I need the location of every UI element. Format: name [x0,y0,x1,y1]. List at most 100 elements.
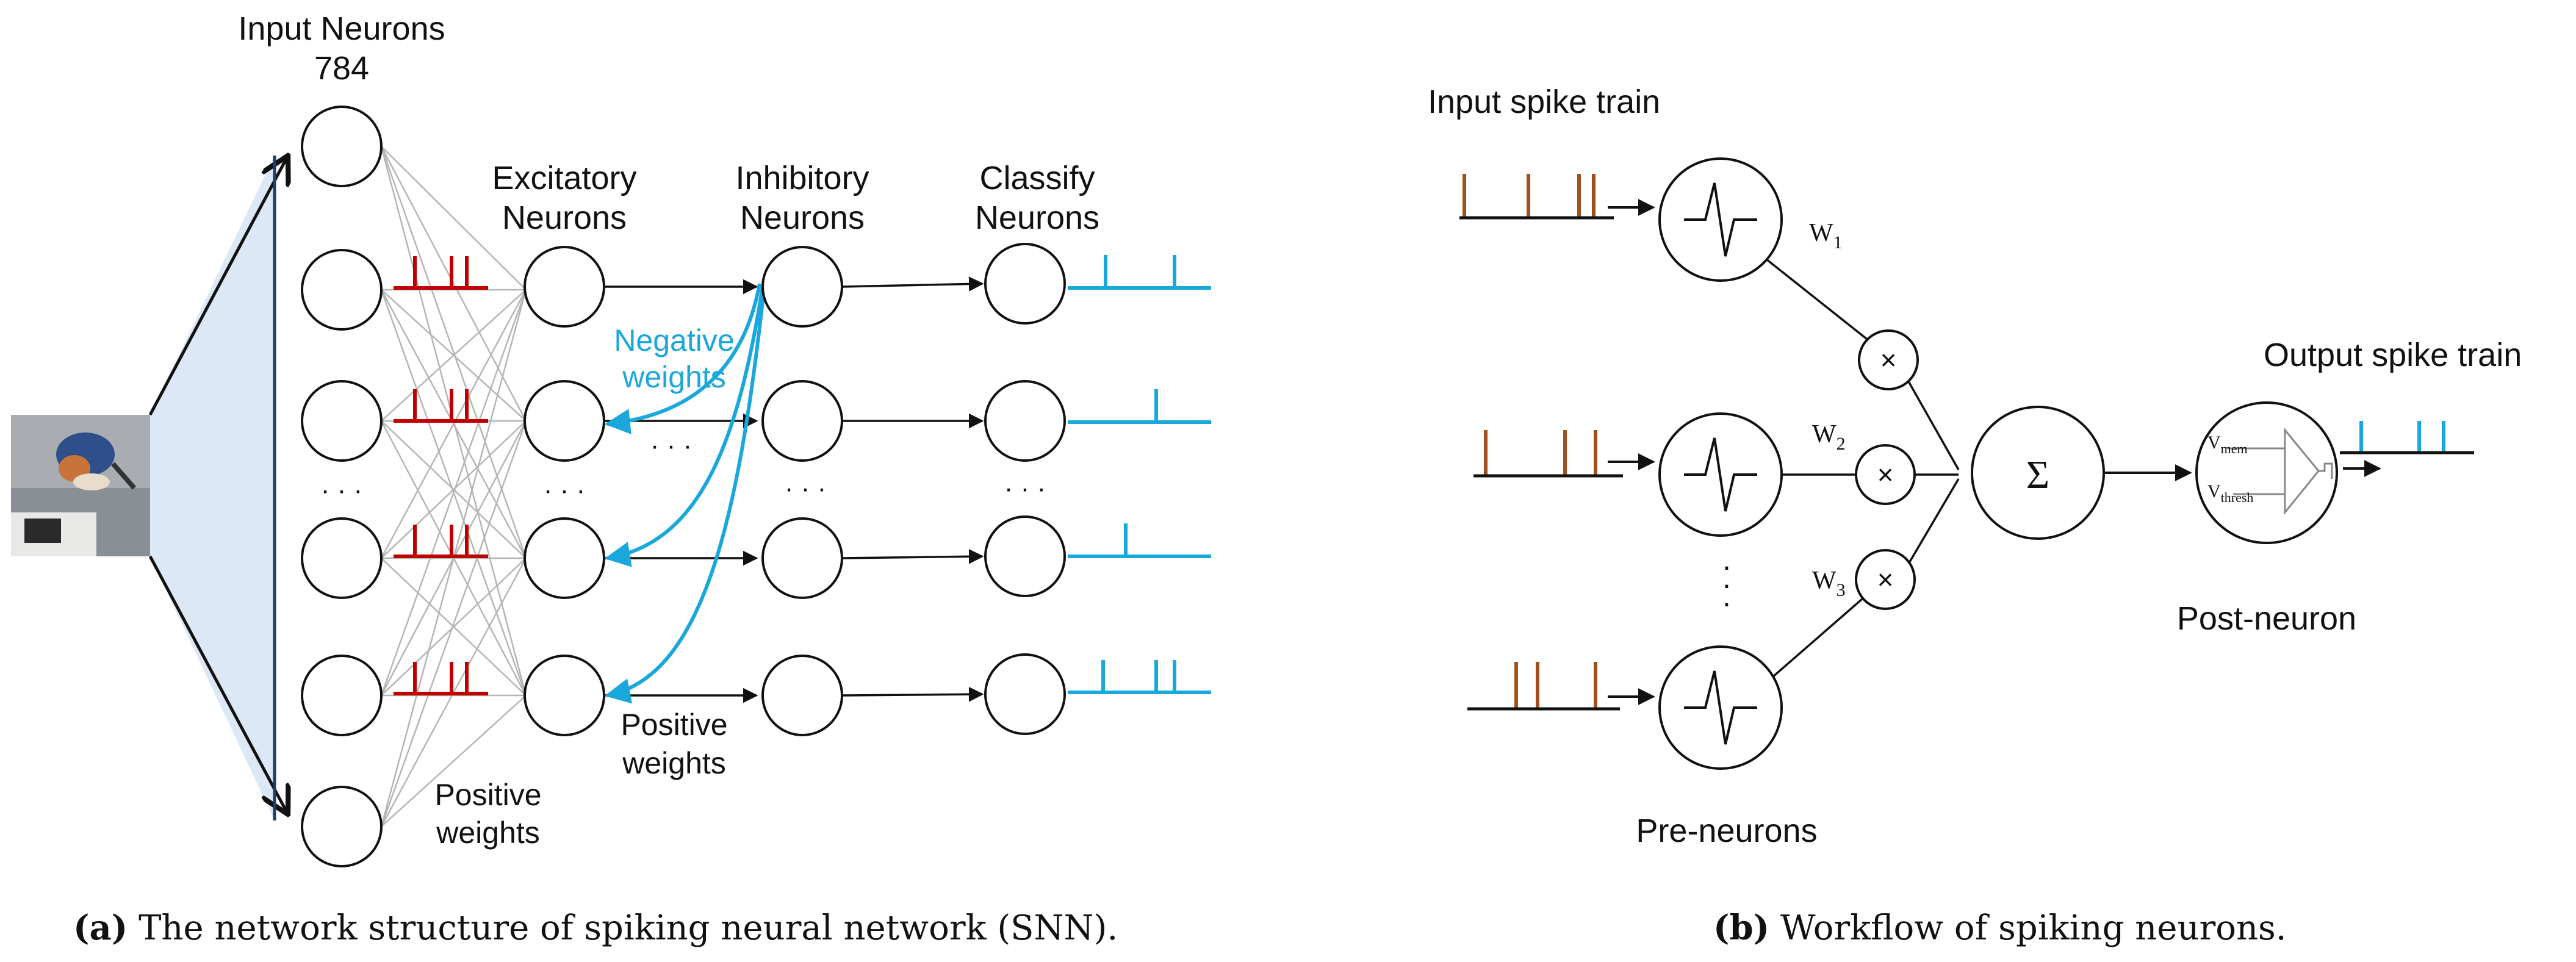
excitatory-neuron [523,517,605,599]
inhibitory-neurons [761,246,843,736]
blue-spike-train [1068,660,1211,694]
negative-weights-label-1: Negative [614,323,734,357]
input-funnel [150,156,275,820]
classify-ellipsis: · · · [1004,473,1046,503]
svg-text:×: × [1877,459,1894,490]
blue-spike-train [1068,523,1211,558]
brown-spike-train [1514,662,1597,708]
caption-b-letter: (b) [1713,908,1769,948]
pre-neurons [1658,157,1783,770]
input-spike-trains [1462,174,1597,708]
pre-neuron-vertical-ellipsis: · · · [1722,549,1732,620]
funnel-top-arrow [148,156,288,416]
negative-weights-label-2: weights [622,360,726,394]
excitatory-neurons [523,246,605,736]
red-spike-train [394,256,488,290]
svg-text:×: × [1880,344,1897,376]
positive-weights-left-2: weights [436,816,540,850]
excitatory-neuron [523,246,605,328]
caption-b: (b) Workflow of spiking neurons. [1713,908,2287,948]
excitatory-label-2: Neurons [502,199,627,236]
w3-label: W3 [1812,567,1846,600]
w1-label: W1 [1809,219,1843,253]
caption-a: (a) The network structure of spiking neu… [73,908,1118,948]
red-spike-train [394,662,488,695]
red-spike-train [394,525,488,558]
output-spike-train-label: Output spike train [2264,337,2522,373]
spike-baselines [1459,216,1623,711]
output-spike-train [2359,421,2445,451]
input-neuron [301,655,383,736]
input-arrows [1608,199,1655,705]
input-neuron [301,249,383,331]
panel-a: · · · Input Neurons 784 Excitatory Neuro… [11,10,1211,948]
excitatory-neuron [523,380,605,462]
pre-neuron [1658,412,1783,537]
vmem-label: Vmem [2207,433,2248,456]
red-spike-train [394,389,488,423]
input-excitatory-connections [380,146,527,827]
input-spike-train-label: Input spike train [1428,84,1660,120]
caption-b-text: Workflow of spiking neurons. [1769,908,2286,948]
classify-neuron [984,380,1066,462]
middle-ellipsis: · · · [650,431,692,461]
input-neurons [301,106,383,867]
multiply-node: × [1858,329,1919,390]
classify-neuron [984,653,1066,735]
vthresh-label: Vthresh [2207,481,2253,505]
blue-spike-train [1068,255,1211,290]
input-neuron [301,380,383,462]
caption-a-text: The network structure of spiking neural … [128,908,1118,948]
svg-text:·: · [1722,567,1732,601]
w2-label: W2 [1812,420,1846,454]
classify-output-spikes [1068,255,1211,694]
inhibitory-neuron [761,246,843,328]
weight-connections [1765,258,1960,678]
input-neurons-title: Input Neurons [238,10,445,47]
inhibitory-label-1: Inhibitory [735,160,869,196]
input-ellipsis: · · · [321,475,362,505]
classify-neurons [984,243,1066,735]
excitatory-label-1: Excitatory [492,160,636,196]
brown-spike-train [1462,174,1596,217]
inhibitory-ellipsis: · · · [785,473,826,503]
input-neuron [301,786,383,867]
brown-spike-train [1484,430,1597,475]
classify-neuron [984,515,1066,597]
pre-neurons-label: Pre-neurons [1636,813,1817,849]
multiply-node: × [1855,549,1916,610]
multiply-nodes: × × × [1855,329,1919,610]
post-neuron-label: Post-neuron [2177,600,2356,637]
sum-node: Σ [1971,406,2105,540]
classify-neuron [984,243,1066,325]
bird-image [11,415,150,556]
classify-label-1: Classify [979,160,1095,196]
blue-spike-train [1068,389,1211,424]
inhibitory-neuron [761,517,843,599]
positive-weights-mid-2: weights [622,746,726,780]
inhibitory-neuron [761,655,843,736]
svg-text:Σ: Σ [2026,453,2049,497]
input-neuron [301,517,383,599]
multiply-node: × [1855,444,1916,505]
pre-neuron [1658,157,1783,282]
post-neuron: Vmem Vthresh [2195,401,2338,544]
excitatory-neuron [523,655,605,736]
input-neuron [301,106,383,187]
pre-neuron [1658,645,1783,770]
excitatory-ellipsis: · · · [544,475,585,505]
positive-weights-left-1: Positive [434,778,541,812]
classify-label-2: Neurons [975,199,1099,236]
svg-text:·: · [1722,586,1732,620]
svg-text:·: · [1722,549,1732,583]
negative-weight-arrows [604,283,766,704]
inhibitory-neuron [761,380,843,462]
positive-weights-mid-1: Positive [621,708,727,742]
svg-text:×: × [1877,564,1894,595]
red-spike-trains [394,256,488,695]
funnel-bottom-arrow [148,555,288,814]
input-neurons-count: 784 [314,50,369,87]
panel-b: Input spike train [1428,84,2522,948]
caption-a-letter: (a) [73,908,128,948]
